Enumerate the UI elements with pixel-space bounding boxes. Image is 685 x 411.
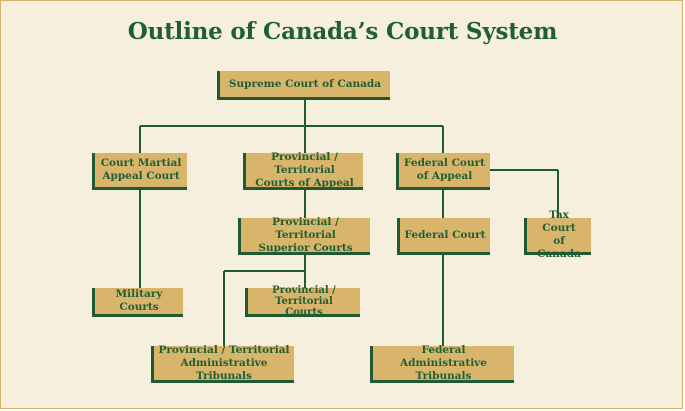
node-court-martial-appeal-court: Court Martial Appeal Court — [92, 153, 187, 190]
node-label-line1: Federal Court — [404, 157, 485, 169]
node-label-line1: Provincial / Territorial — [272, 215, 339, 241]
node-label-line2: Superior Courts — [258, 241, 353, 254]
node-tax-court-of-canada: Tax Court of Canada — [524, 209, 591, 260]
diagram-title: Outline of Canada’s Court System — [127, 18, 558, 45]
node-provincial-courts-of-appeal: Provincial / Territorial Courts of Appea… — [243, 150, 363, 190]
node-label-line1: Tax Court — [542, 209, 576, 234]
node-provincial-superior-courts: Provincial / Territorial Superior Courts — [238, 215, 370, 255]
node-label-line1: Federal Administrative — [400, 343, 487, 369]
node-military-courts: Military Courts — [92, 288, 183, 317]
node-provincial-administrative-tribunals: Provincial / Territorial Administrative … — [151, 343, 294, 383]
node-federal-administrative-tribunals: Federal Administrative Tribunals — [370, 343, 514, 383]
node-label-line1: Provincial / Territorial — [271, 150, 338, 176]
node-label-line1: Provincial / Territorial — [158, 343, 290, 356]
node-label-line2: Appeal Court — [102, 170, 180, 182]
node-label-line1: Provincial / Territorial — [272, 284, 336, 307]
node-label-line1: Court Martial — [100, 157, 182, 169]
node-label: Federal Court — [404, 228, 486, 241]
node-label-line2: Administrative Tribunals — [180, 356, 268, 382]
node-label-line2: of Canada — [537, 235, 581, 260]
node-label-line2: Courts of Appeal — [255, 176, 354, 189]
node-label-line2: of Appeal — [416, 170, 473, 182]
node-label: Military Courts — [115, 288, 163, 313]
node-federal-court: Federal Court — [397, 218, 490, 255]
node-provincial-courts: Provincial / Territorial Courts — [245, 284, 360, 318]
node-label-line2: Tribunals — [415, 369, 472, 382]
node-label: Supreme Court of Canada — [228, 77, 382, 90]
node-supreme-court: Supreme Court of Canada — [217, 71, 390, 100]
node-label-line2: Courts — [285, 306, 323, 318]
node-federal-court-of-appeal: Federal Court of Appeal — [396, 153, 490, 190]
